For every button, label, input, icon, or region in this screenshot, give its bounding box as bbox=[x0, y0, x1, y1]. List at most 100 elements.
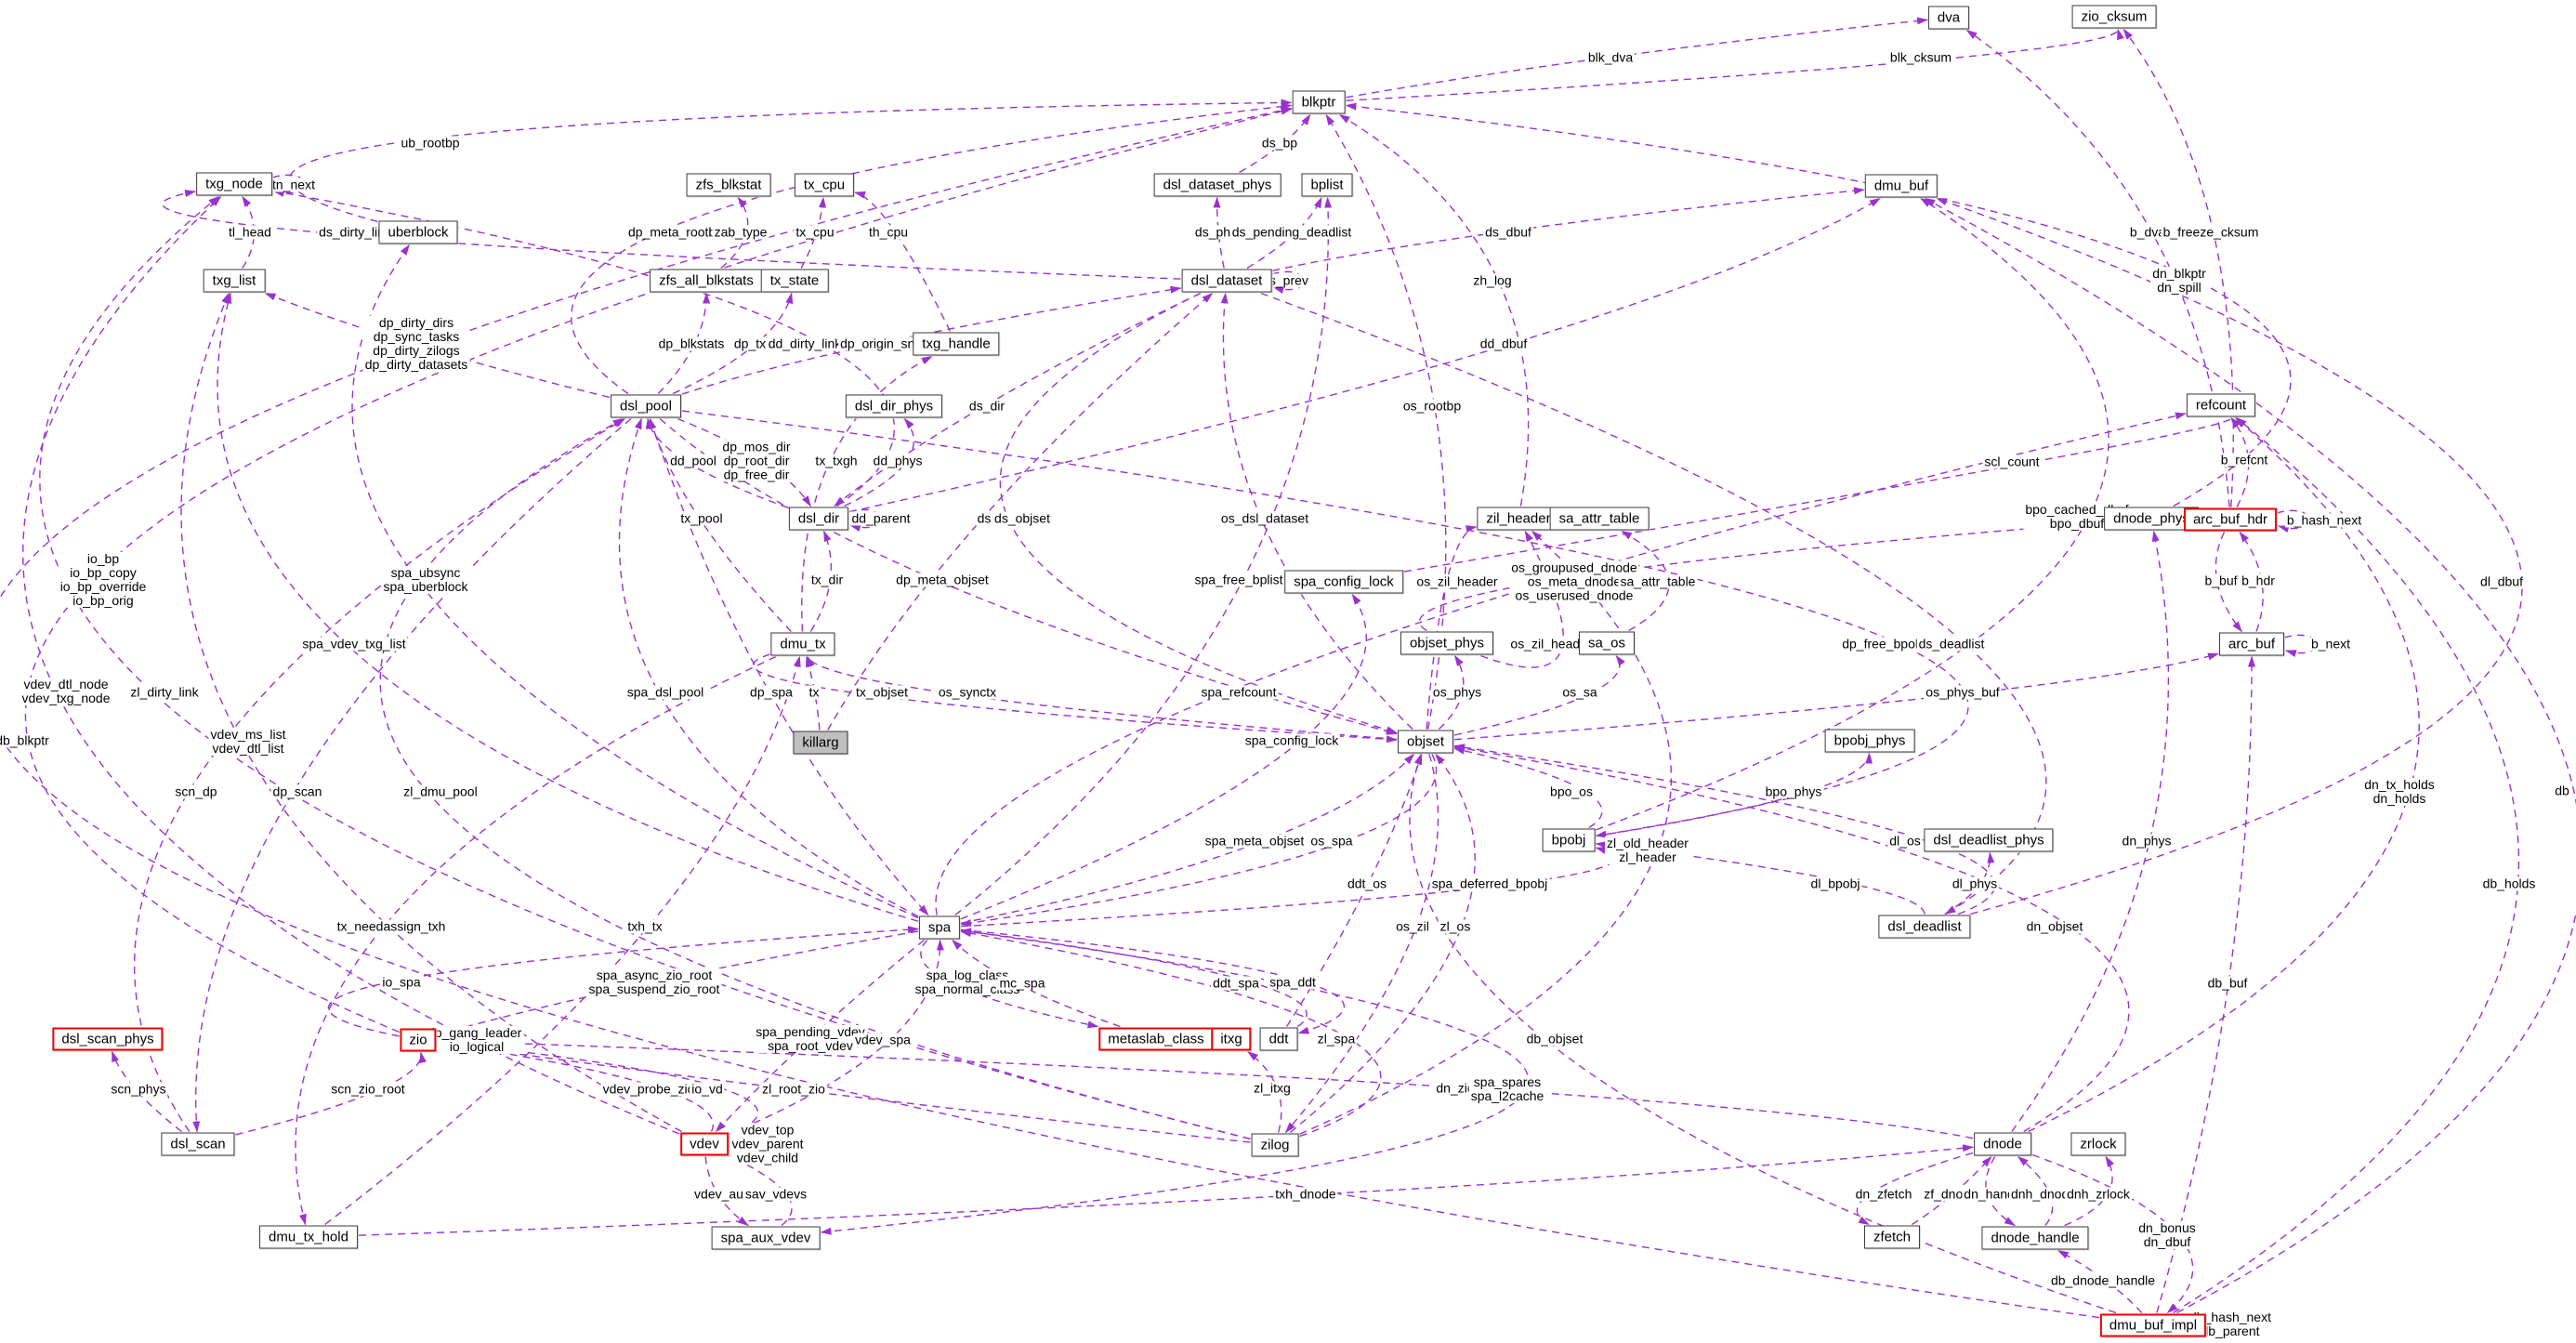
edge-dnode-dnode_handle bbox=[1985, 1156, 2016, 1227]
edge-dnode_handle-dnode bbox=[2017, 1155, 2054, 1226]
node-dnode_handle[interactable]: dnode_handle bbox=[1981, 1226, 2089, 1250]
edge-spa_aux_vdev-vdev bbox=[729, 1155, 793, 1227]
node-blkptr[interactable]: blkptr bbox=[1292, 90, 1346, 114]
edge-bpobj-bpobj_phys bbox=[1596, 752, 1873, 837]
edge-dsl_pool-bpobj bbox=[681, 410, 1969, 838]
edge-zilog-zio bbox=[436, 1040, 1251, 1143]
edge-spa-spa_aux_vdev bbox=[820, 929, 1530, 1235]
edge-dmu_buf_impl-dmu_buf bbox=[1924, 197, 2576, 1314]
edge-arc_buf_hdr-arc_buf_hdr bbox=[2276, 509, 2310, 533]
edge-blkptr-dva bbox=[1346, 17, 1928, 99]
edge-dsl_dataset-bplist bbox=[1246, 196, 1322, 270]
edge-arc_buf_hdr-arc_buf bbox=[2215, 532, 2242, 633]
node-dmu_buf[interactable]: dmu_buf bbox=[1864, 174, 1939, 198]
node-zrlock[interactable]: zrlock bbox=[2070, 1132, 2126, 1156]
edge-spa-refcount bbox=[935, 412, 2187, 915]
edge-zilog-objset bbox=[1289, 753, 1476, 1134]
node-dsl_dir_phys[interactable]: dsl_dir_phys bbox=[845, 394, 943, 418]
edge-txg_node-txg_node bbox=[271, 174, 306, 197]
node-txg_handle[interactable]: txg_handle bbox=[913, 332, 1000, 356]
node-zil_header[interactable]: zil_header bbox=[1477, 507, 1560, 531]
edge-spa-dsl_pool bbox=[618, 417, 919, 917]
node-dsl_deadlist_phys[interactable]: dsl_deadlist_phys bbox=[1924, 828, 2054, 852]
node-zio_cksum[interactable]: zio_cksum bbox=[2071, 5, 2157, 29]
node-dva[interactable]: dva bbox=[1927, 6, 1970, 30]
node-zfs_all_blkstats[interactable]: zfs_all_blkstats bbox=[650, 269, 763, 293]
edge-dsl_dataset-dsl_dataset_phys bbox=[1213, 196, 1225, 269]
node-dsl_dataset[interactable]: dsl_dataset bbox=[1181, 269, 1272, 293]
edge-spa-bpobj bbox=[960, 847, 1616, 928]
node-metaslab_class[interactable]: metaslab_class bbox=[1098, 1027, 1214, 1051]
node-spa_config_lock[interactable]: spa_config_lock bbox=[1284, 570, 1403, 594]
edge-vdev-vdev bbox=[728, 1134, 762, 1157]
node-zfetch[interactable]: zfetch bbox=[1863, 1225, 1921, 1249]
node-ddt[interactable]: ddt bbox=[1259, 1027, 1298, 1051]
node-zilog[interactable]: zilog bbox=[1251, 1133, 1299, 1157]
edge-dsl_pool-dsl_scan bbox=[192, 417, 632, 1133]
node-dmu_buf_impl[interactable]: dmu_buf_impl bbox=[2099, 1313, 2207, 1337]
edge-metaslab_class-spa bbox=[952, 939, 1121, 1028]
node-killarg[interactable]: killarg bbox=[793, 731, 848, 755]
edge-spa-ddt bbox=[960, 928, 1346, 1034]
edge-dsl_dir-dsl_dir bbox=[848, 508, 882, 532]
node-spa_aux_vdev[interactable]: spa_aux_vdev bbox=[711, 1226, 821, 1250]
node-dsl_dataset_phys[interactable]: dsl_dataset_phys bbox=[1153, 173, 1281, 197]
node-dsl_deadlist[interactable]: dsl_deadlist bbox=[1878, 915, 1971, 939]
node-itxg[interactable]: itxg bbox=[1211, 1027, 1252, 1051]
edge-dsl_dir-dsl_dir_phys bbox=[844, 417, 914, 507]
edge-zilog-zil_header bbox=[1299, 530, 1672, 1135]
edge-arc_buf-arc_buf_hdr bbox=[2239, 531, 2264, 632]
node-sa_os[interactable]: sa_os bbox=[1578, 631, 1636, 655]
edge-ddt-objset bbox=[1286, 753, 1423, 1027]
node-tx_cpu[interactable]: tx_cpu bbox=[794, 173, 855, 197]
node-uberblock[interactable]: uberblock bbox=[378, 220, 458, 244]
node-dnode[interactable]: dnode bbox=[1974, 1132, 2031, 1156]
node-dmu_tx_hold[interactable]: dmu_tx_hold bbox=[259, 1225, 358, 1249]
node-zio[interactable]: zio bbox=[400, 1028, 437, 1052]
edge-objset-arc_buf bbox=[1453, 652, 2219, 741]
edge-dsl_pool-spa bbox=[649, 418, 929, 916]
node-bplist[interactable]: bplist bbox=[1301, 173, 1353, 197]
node-txg_node[interactable]: txg_node bbox=[196, 172, 272, 196]
edge-dsl_deadlist-bpobj bbox=[1595, 841, 1925, 915]
node-bpobj[interactable]: bpobj bbox=[1542, 828, 1596, 852]
node-vdev[interactable]: vdev bbox=[680, 1132, 729, 1156]
edge-dsl_dataset-objset bbox=[999, 292, 1398, 734]
edge-dmu_buf_impl-refcount bbox=[2173, 416, 2520, 1314]
node-objset_phys[interactable]: objset_phys bbox=[1400, 631, 1494, 655]
edge-dsl_dataset-dsl_dataset bbox=[1271, 270, 1305, 294]
edge-dnode-dmu_buf_impl bbox=[2031, 1153, 2194, 1314]
node-arc_buf[interactable]: arc_buf bbox=[2218, 632, 2285, 656]
node-zfs_blkstat[interactable]: zfs_blkstat bbox=[686, 173, 771, 197]
edge-dmu_buf_impl-dnode_handle bbox=[2057, 1249, 2143, 1313]
edge-sa_os-sa_attr_table bbox=[1621, 530, 1670, 632]
edge-dsl_scan-dsl_pool bbox=[134, 417, 626, 1132]
node-dsl_scan[interactable]: dsl_scan bbox=[161, 1132, 235, 1156]
edge-dmu_tx_hold-dnode bbox=[358, 1144, 1974, 1236]
edge-spa-zio bbox=[436, 930, 919, 1036]
edge-dsl_pool-txg_list bbox=[264, 292, 611, 399]
edge-vdev-zio bbox=[436, 1040, 714, 1132]
edge-dnode-dnode_phys bbox=[2011, 530, 2170, 1132]
node-txg_list[interactable]: txg_list bbox=[203, 269, 266, 293]
node-dsl_scan_phys[interactable]: dsl_scan_phys bbox=[52, 1027, 164, 1051]
node-refcount[interactable]: refcount bbox=[2186, 393, 2256, 417]
edge-spa-objset bbox=[960, 753, 1415, 924]
node-sa_attr_table[interactable]: sa_attr_table bbox=[1549, 507, 1649, 531]
node-arc_buf_hdr[interactable]: arc_buf_hdr bbox=[2183, 507, 2278, 532]
edge-ddt-spa bbox=[960, 928, 1308, 1028]
node-dmu_tx[interactable]: dmu_tx bbox=[770, 632, 835, 656]
node-bpobj_phys[interactable]: bpobj_phys bbox=[1824, 729, 1915, 753]
node-spa[interactable]: spa bbox=[918, 915, 961, 940]
edge-spa-spa_config_lock bbox=[960, 593, 1367, 920]
edge-txg_list-txg_node bbox=[242, 195, 256, 269]
node-tx_state[interactable]: tx_state bbox=[760, 269, 829, 293]
edge-zilog-itxg bbox=[1247, 1050, 1282, 1133]
node-dsl_dir[interactable]: dsl_dir bbox=[788, 507, 849, 531]
edge-spa-vdev bbox=[715, 939, 925, 1133]
edge-dsl_dataset-dmu_buf bbox=[1272, 187, 1865, 271]
edge-bpobj-objset bbox=[1453, 746, 1603, 829]
node-dsl_pool[interactable]: dsl_pool bbox=[611, 394, 681, 418]
edge-txg_handle-tx_cpu bbox=[854, 191, 952, 332]
node-objset[interactable]: objset bbox=[1397, 730, 1454, 754]
